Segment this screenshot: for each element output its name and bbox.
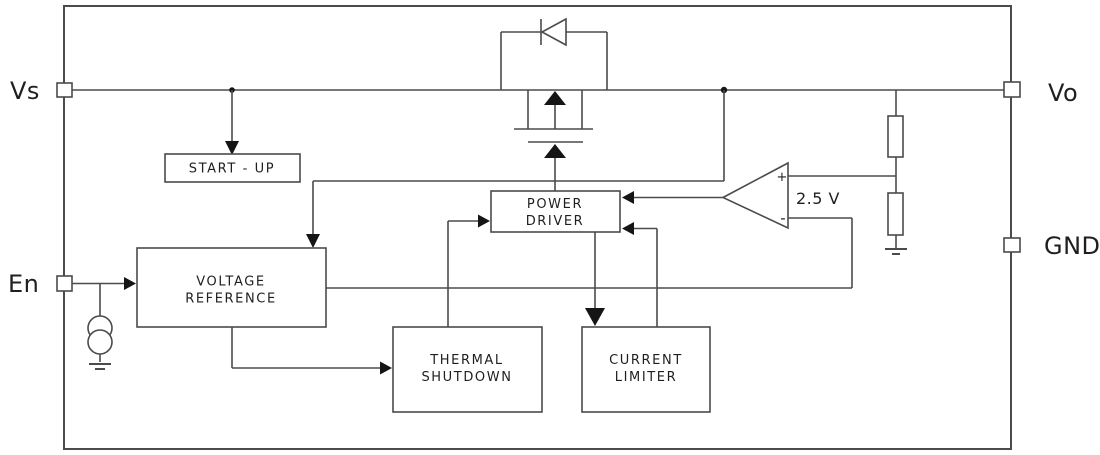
en-pin-square bbox=[56, 275, 73, 292]
voltage-reference-box bbox=[136, 247, 327, 328]
vo-pin: Vo bbox=[1003, 79, 1078, 107]
opamp-triangle-icon bbox=[721, 161, 789, 230]
opamp-minus-sign: - bbox=[780, 209, 785, 227]
reference-voltage-label: 2.5 V bbox=[796, 189, 840, 208]
reference-routes bbox=[231, 217, 853, 375]
vs-pin-label: Vs bbox=[10, 77, 40, 105]
voltage-reference-label-line2: REFERENCE bbox=[185, 292, 277, 307]
current-limiter-label-line1: CURRENT bbox=[609, 353, 683, 368]
current-limiter-block: CURRENT LIMITER bbox=[581, 326, 711, 413]
arrow-right-icon bbox=[124, 277, 136, 290]
current-source-circle-bottom bbox=[87, 329, 113, 355]
power-driver-box bbox=[490, 190, 621, 233]
error-amplifier: + - 2.5 V bbox=[721, 161, 840, 230]
feedback-divider bbox=[788, 90, 907, 255]
startup-block: START - UP bbox=[164, 153, 301, 183]
thermal-shutdown-block: THERMAL SHUTDOWN bbox=[392, 326, 543, 413]
current-limiter-routes bbox=[585, 222, 658, 327]
resistor-lower-icon bbox=[887, 192, 904, 236]
current-source-icon bbox=[87, 315, 113, 355]
enable-branch bbox=[72, 277, 136, 370]
thermal-shutdown-box bbox=[392, 326, 543, 413]
arrow-right-icon bbox=[380, 361, 392, 375]
power-driver-label-line2: DRIVER bbox=[526, 214, 585, 229]
voltage-reference-block: VOLTAGE REFERENCE bbox=[136, 247, 327, 328]
ground-icon bbox=[89, 363, 111, 370]
thermal-shutdown-label-line2: SHUTDOWN bbox=[421, 370, 512, 385]
opamp-plus-sign: + bbox=[777, 170, 788, 185]
vo-pin-label: Vo bbox=[1048, 79, 1078, 107]
arrow-left-icon bbox=[622, 191, 634, 204]
gnd-pin-label: GND bbox=[1044, 232, 1100, 260]
startup-label: START - UP bbox=[189, 162, 275, 177]
ic-boundary bbox=[63, 5, 1012, 450]
mosfet-body-arrow-icon bbox=[544, 91, 566, 105]
output-feedback-route bbox=[306, 90, 725, 248]
thermal-shutdown-label-line1: THERMAL bbox=[429, 353, 504, 368]
diode-triangle-icon bbox=[540, 17, 567, 47]
arrow-down-icon bbox=[225, 141, 239, 155]
power-driver-block: POWER DRIVER bbox=[490, 190, 621, 233]
arrow-left-icon bbox=[622, 222, 634, 235]
gnd-pin: GND bbox=[1003, 232, 1100, 260]
en-pin: En bbox=[8, 270, 73, 298]
startup-branch bbox=[225, 90, 239, 155]
vo-pin-square bbox=[1003, 81, 1021, 98]
en-pin-label: En bbox=[8, 270, 39, 298]
voltage-reference-label-line1: VOLTAGE bbox=[196, 275, 265, 290]
vs-pin: Vs bbox=[10, 77, 73, 105]
amplifier-to-driver-route bbox=[622, 191, 723, 204]
resistor-upper-icon bbox=[887, 115, 904, 158]
gnd-pin-square bbox=[1003, 237, 1021, 253]
arrow-down-icon bbox=[585, 308, 605, 326]
thermal-to-driver-route bbox=[447, 214, 490, 327]
arrow-down-icon bbox=[306, 234, 320, 248]
current-limiter-box bbox=[581, 326, 711, 413]
power-driver-label-line1: POWER bbox=[527, 197, 583, 212]
body-diode bbox=[500, 17, 608, 90]
vs-pin-square bbox=[56, 82, 73, 98]
ground-icon bbox=[885, 248, 907, 255]
pass-transistor bbox=[514, 90, 593, 191]
mosfet-gate-arrow-icon bbox=[544, 144, 566, 158]
arrow-right-icon bbox=[478, 214, 490, 228]
current-limiter-label-line2: LIMITER bbox=[615, 370, 678, 385]
startup-box bbox=[164, 153, 301, 183]
